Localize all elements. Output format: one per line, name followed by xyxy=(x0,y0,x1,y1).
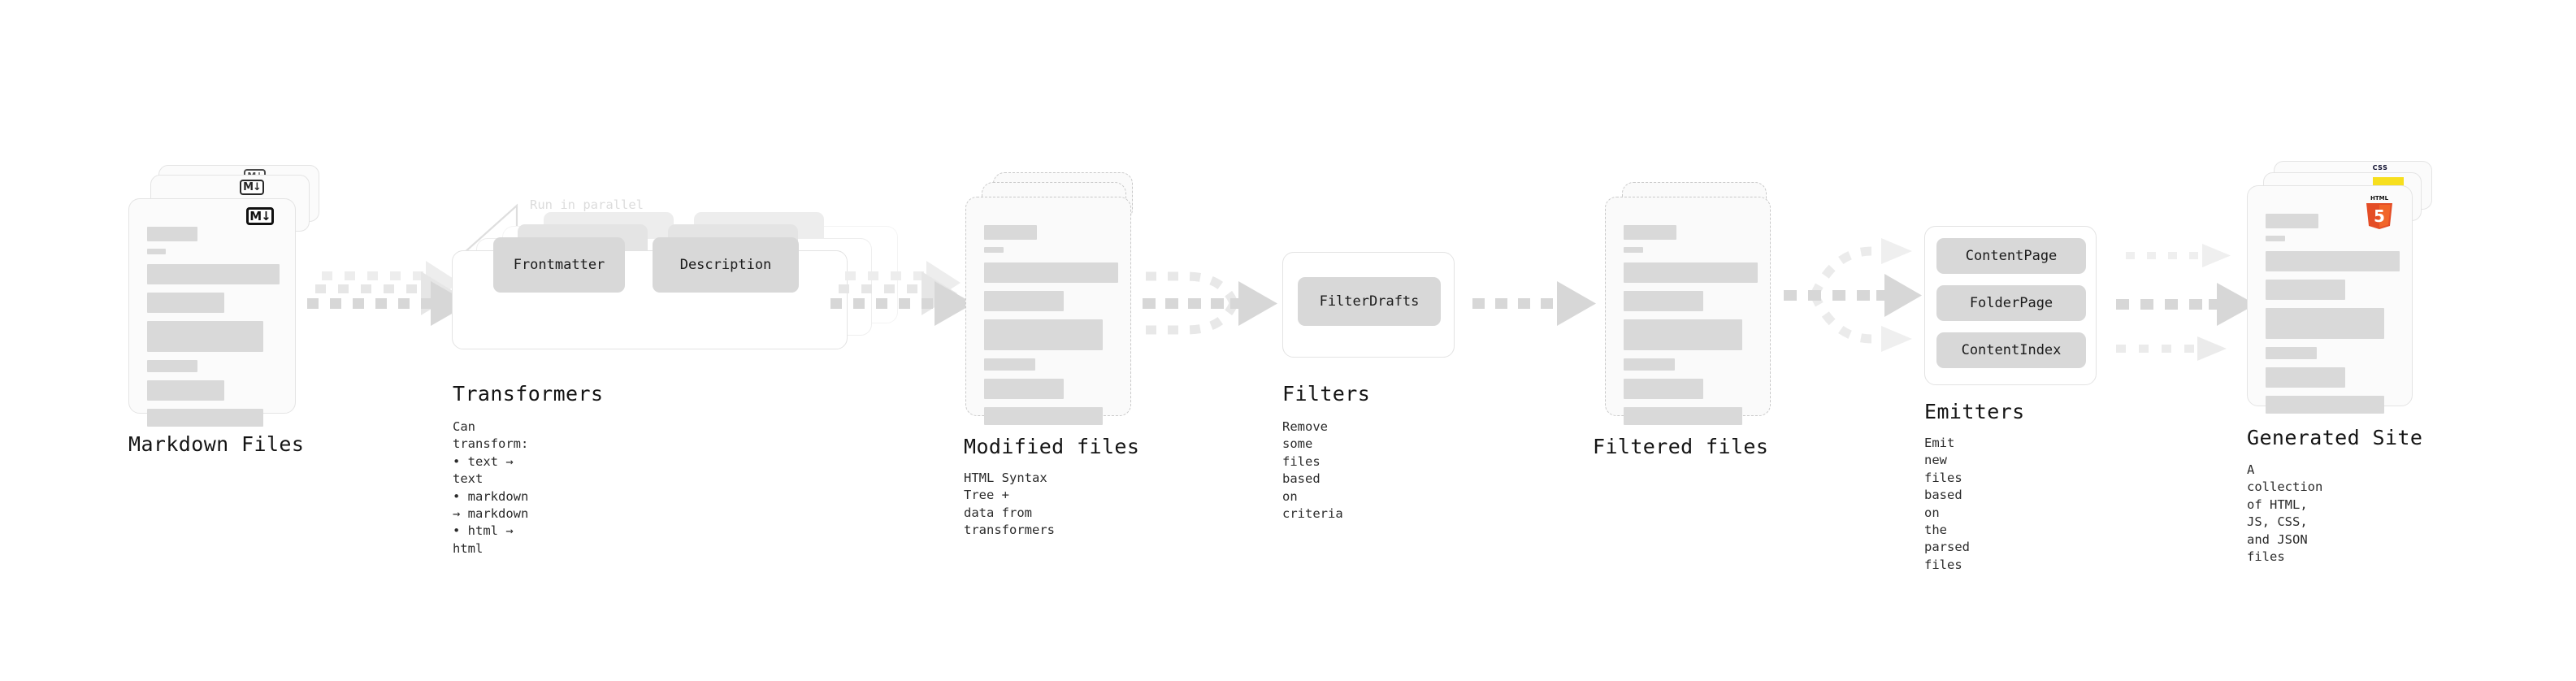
skeleton-bar xyxy=(984,247,1004,253)
skeleton-bar xyxy=(147,249,166,254)
skeleton-bar xyxy=(2266,280,2345,300)
generated-site-subtitle: A collection of HTML, JS, CSS, and JSON … xyxy=(2247,462,2323,564)
skeleton-bar xyxy=(984,291,1064,311)
modified-card-front xyxy=(965,197,1131,425)
skeleton-bar xyxy=(1624,291,1703,311)
filtered-files-title: Filtered files xyxy=(1593,435,1769,458)
pill-filterdrafts[interactable]: FilterDrafts xyxy=(1298,277,1441,326)
skeleton-bar xyxy=(2266,251,2400,271)
skeleton-bar xyxy=(147,380,224,401)
skeleton-bar xyxy=(984,379,1064,399)
filters-subtitle: Remove some files based on criteria xyxy=(1282,419,1343,521)
skeleton-bar xyxy=(984,262,1118,283)
pill-description[interactable]: Description xyxy=(653,237,799,293)
emitters-title: Emitters xyxy=(1924,400,2025,423)
transformers-title: Transformers xyxy=(453,382,604,406)
skeleton-bar xyxy=(1624,379,1703,399)
emitters-subtitle: Emit new files based on the parsed files xyxy=(1924,436,1970,572)
skeleton-bar xyxy=(1624,247,1643,253)
svg-text:5: 5 xyxy=(2374,206,2385,226)
skeleton-bar xyxy=(984,225,1037,240)
pill-folderpage[interactable]: FolderPage xyxy=(1936,285,2086,321)
filtered-card-front xyxy=(1605,197,1771,425)
skeleton-bar xyxy=(984,407,1103,425)
skeleton-bar xyxy=(2266,236,2285,241)
skeleton-bar xyxy=(2266,214,2318,228)
skeleton-bar xyxy=(2266,347,2317,359)
skeleton-bar xyxy=(147,264,280,284)
skeleton-bar xyxy=(984,319,1103,350)
html5-icon: HTML 5 xyxy=(2363,193,2396,231)
pill-contentindex[interactable]: ContentIndex xyxy=(1936,332,2086,368)
connector-md-to-transformers xyxy=(307,261,470,341)
modified-skeleton-bars xyxy=(984,225,1118,432)
markdown-files-title: Markdown Files xyxy=(128,432,305,456)
skeleton-bar xyxy=(2266,308,2384,339)
markdown-skeleton-bars xyxy=(147,227,280,434)
markdown-icon-back-1: M↓ xyxy=(240,180,264,195)
connector-transformers-to-modified xyxy=(830,261,989,341)
skeleton-bar xyxy=(147,360,197,372)
skeleton-bar xyxy=(147,227,197,241)
pill-frontmatter[interactable]: Frontmatter xyxy=(493,237,625,293)
connector-emitters-to-site xyxy=(2113,236,2259,362)
modified-files-subtitle: HTML Syntax Tree + data from transformer… xyxy=(964,471,1055,538)
transformers-subtitle: Can transform: • text → text • markdown … xyxy=(453,419,529,556)
skeleton-bar xyxy=(1624,358,1675,371)
css-icon-label: CSS xyxy=(2372,164,2388,171)
filters-panel: FilterDrafts xyxy=(1282,252,1455,358)
skeleton-bar xyxy=(2266,396,2384,414)
emitters-panel: ContentPage FolderPage ContentIndex xyxy=(1924,226,2097,385)
markdown-card-front xyxy=(128,198,296,427)
skeleton-bar xyxy=(2266,367,2345,388)
site-skeleton-bars xyxy=(2266,214,2400,421)
skeleton-bar xyxy=(147,409,263,427)
connector-modified-to-filters xyxy=(1138,260,1284,345)
skeleton-bar xyxy=(984,358,1035,371)
skeleton-bar xyxy=(1624,262,1758,283)
generated-site-title: Generated Site xyxy=(2247,426,2423,449)
filtered-skeleton-bars xyxy=(1624,225,1758,432)
modified-files-title: Modified files xyxy=(964,435,1140,458)
skeleton-bar xyxy=(147,293,224,313)
connector-filters-to-filtered xyxy=(1472,281,1602,333)
connector-filtered-to-emitters xyxy=(1784,232,1930,358)
skeleton-bar xyxy=(147,321,263,352)
skeleton-bar xyxy=(1624,225,1676,240)
svg-text:HTML: HTML xyxy=(2370,195,2389,202)
transformers-panel: Frontmatter Description xyxy=(452,237,848,349)
skeleton-bar xyxy=(1624,407,1742,425)
skeleton-bar xyxy=(1624,319,1742,350)
pill-contentpage[interactable]: ContentPage xyxy=(1936,238,2086,274)
run-in-parallel-label: Run in parallel xyxy=(530,197,644,212)
filters-title: Filters xyxy=(1282,382,1371,406)
markdown-icon: M↓ xyxy=(246,207,274,225)
